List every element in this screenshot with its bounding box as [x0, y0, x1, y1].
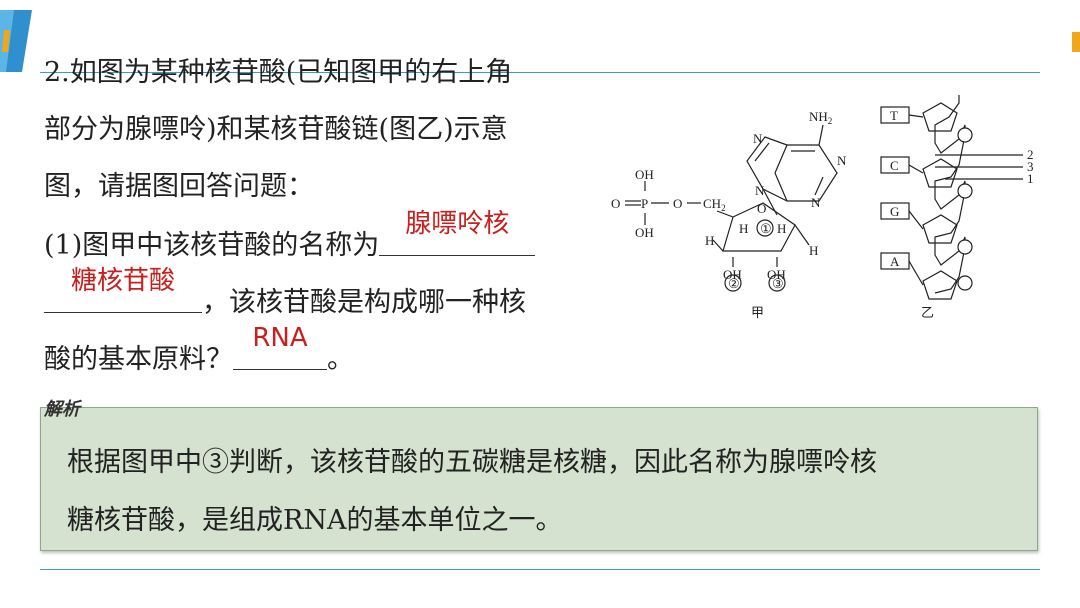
base-c: C — [890, 158, 899, 173]
nh2-label: NH2 — [809, 109, 832, 126]
bottom-divider — [40, 569, 1040, 570]
top-divider — [40, 72, 1040, 73]
base-g: G — [890, 204, 899, 219]
ch2-label: CH2 — [703, 196, 726, 213]
answer-blank-name: 腺嘌呤核 — [379, 209, 536, 256]
marker-2: 2 — [1027, 147, 1034, 162]
question-line-6: 酸的基本原料？ RNA 。 — [44, 323, 604, 386]
answer-name-part2: 糖核苷酸 — [70, 266, 175, 296]
answer-nucleic-acid: RNA — [252, 323, 308, 353]
phosphate-oh-bottom: OH — [635, 225, 654, 240]
n3-label: N — [811, 195, 821, 210]
question-line-1: 2.如图为某种核苷酸(已知图甲的右上角 — [44, 57, 513, 88]
h-c3-label: H — [739, 221, 748, 236]
question-line-3: 图，请据图回答问题： — [44, 171, 314, 202]
circle-2-label: ② — [728, 276, 740, 291]
answer-name-part1: 腺嘌呤核 — [405, 209, 510, 239]
base-a: A — [890, 254, 900, 269]
answer-blank-nucleic-acid: RNA — [233, 323, 327, 370]
figure-jia-nucleotide — [625, 124, 838, 292]
h-c4-label: H — [705, 233, 714, 248]
phosphorus-label: P — [641, 196, 648, 211]
marker-1: 1 — [1027, 171, 1034, 186]
nucleotide-figures: NH2 N N N N OH O P O CH2 OH O H H H H ① … — [605, 79, 1055, 330]
phosphate-oh-top: OH — [635, 167, 654, 182]
marker-3: 3 — [1027, 159, 1034, 174]
oh2-label: OH — [723, 267, 742, 282]
analysis-title: 解析 — [44, 399, 80, 420]
question-1-followup: ，该核苷酸是构成哪一种核 — [202, 287, 526, 318]
analysis-line-1: 根据图甲中③判断，该核苷酸的五碳糖是核糖，因此名称为腺嘌呤核 — [67, 447, 877, 478]
phosphate-o-double: O — [611, 196, 620, 211]
figure-yi-chain — [880, 79, 1023, 300]
question-line-2: 部分为腺嘌呤)和某核苷酸链(图乙)示意 — [44, 114, 508, 145]
corner-accent — [0, 10, 32, 72]
figure-jia-labels: NH2 N N N N OH O P O CH2 OH O H H H H ① … — [611, 109, 847, 320]
figure-svg: NH2 N N N N OH O P O CH2 OH O H H H H ① … — [611, 79, 1034, 320]
orange-tab — [1072, 32, 1080, 52]
n7-label: N — [753, 131, 763, 146]
h-c2-label: H — [777, 221, 786, 236]
ester-o-label: O — [673, 196, 682, 211]
analysis-line-2: 糖核苷酸，是组成RNA的基本单位之一。 — [67, 505, 563, 536]
circle-1-label: ① — [760, 221, 772, 236]
oh3-label: OH — [767, 267, 786, 282]
n9-label: N — [755, 183, 765, 198]
question-1-second-prompt: 酸的基本原料？ — [44, 344, 233, 375]
figure-yi-caption: 乙 — [921, 305, 934, 320]
question-1-prompt: (1)图甲中该核苷酸的名称为 — [44, 230, 380, 261]
question-period: 。 — [327, 344, 354, 375]
answer-blank-name-cont: 糖核苷酸 — [44, 266, 202, 313]
base-t: T — [890, 108, 898, 123]
figure-jia-caption: 甲 — [751, 305, 764, 320]
circle-3-label: ③ — [772, 276, 784, 291]
analysis-box: 根据图甲中③判断，该核苷酸的五碳糖是核糖，因此名称为腺嘌呤核 糖核苷酸，是组成R… — [40, 407, 1038, 551]
n1-label: N — [837, 153, 847, 168]
question-line-4: (1)图甲中该核苷酸的名称为腺嘌呤核 — [44, 209, 604, 272]
question-text: 2.如图为某种核苷酸(已知图甲的右上角 部分为腺嘌呤)和某核苷酸链(图乙)示意 … — [44, 44, 604, 386]
analysis-text: 根据图甲中③判断，该核苷酸的五碳糖是核糖，因此名称为腺嘌呤核 糖核苷酸，是组成R… — [67, 434, 1017, 550]
h-c1-label: H — [809, 243, 818, 258]
figure-yi-labels: T C G A 2 3 1 乙 — [890, 108, 1034, 320]
ribose-o-label: O — [757, 201, 766, 216]
question-line-5: 糖核苷酸 ，该核苷酸是构成哪一种核 — [44, 266, 604, 329]
